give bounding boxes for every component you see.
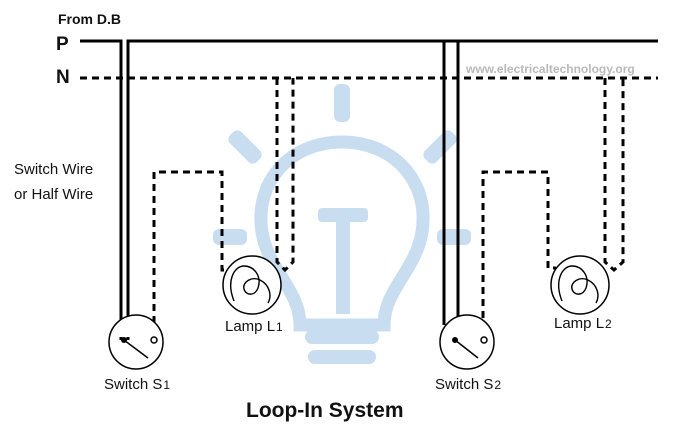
switch2-icon: [439, 314, 495, 370]
diagram-title: Loop-In System: [246, 399, 404, 422]
switch1-half-wire: [152, 170, 230, 335]
neutral-label: N: [56, 67, 70, 88]
lamp1-icon: [222, 255, 282, 315]
switch2-half-wire: [481, 170, 556, 330]
switch1-icon: [108, 314, 164, 370]
lamp1-label: Lamp L1: [225, 318, 283, 335]
switch-wire-label-line2: or Half Wire: [14, 186, 93, 203]
lamp2-neutral-loop: [603, 78, 625, 273]
lamp1-neutral-loop: [275, 78, 295, 273]
lamp2-icon: [550, 255, 610, 315]
source-label: From D.B: [58, 11, 121, 27]
switch2-label: Switch S2: [435, 376, 501, 393]
watermark-url: www.electricaltechnology.org: [465, 62, 635, 76]
switch-wire-label-line1: Switch Wire: [14, 161, 93, 178]
switch1-label: Switch S1: [104, 376, 170, 393]
phase-bus-wire: [80, 39, 658, 337]
phase-label: P: [56, 34, 69, 55]
lamp2-label: Lamp L2: [554, 315, 612, 332]
